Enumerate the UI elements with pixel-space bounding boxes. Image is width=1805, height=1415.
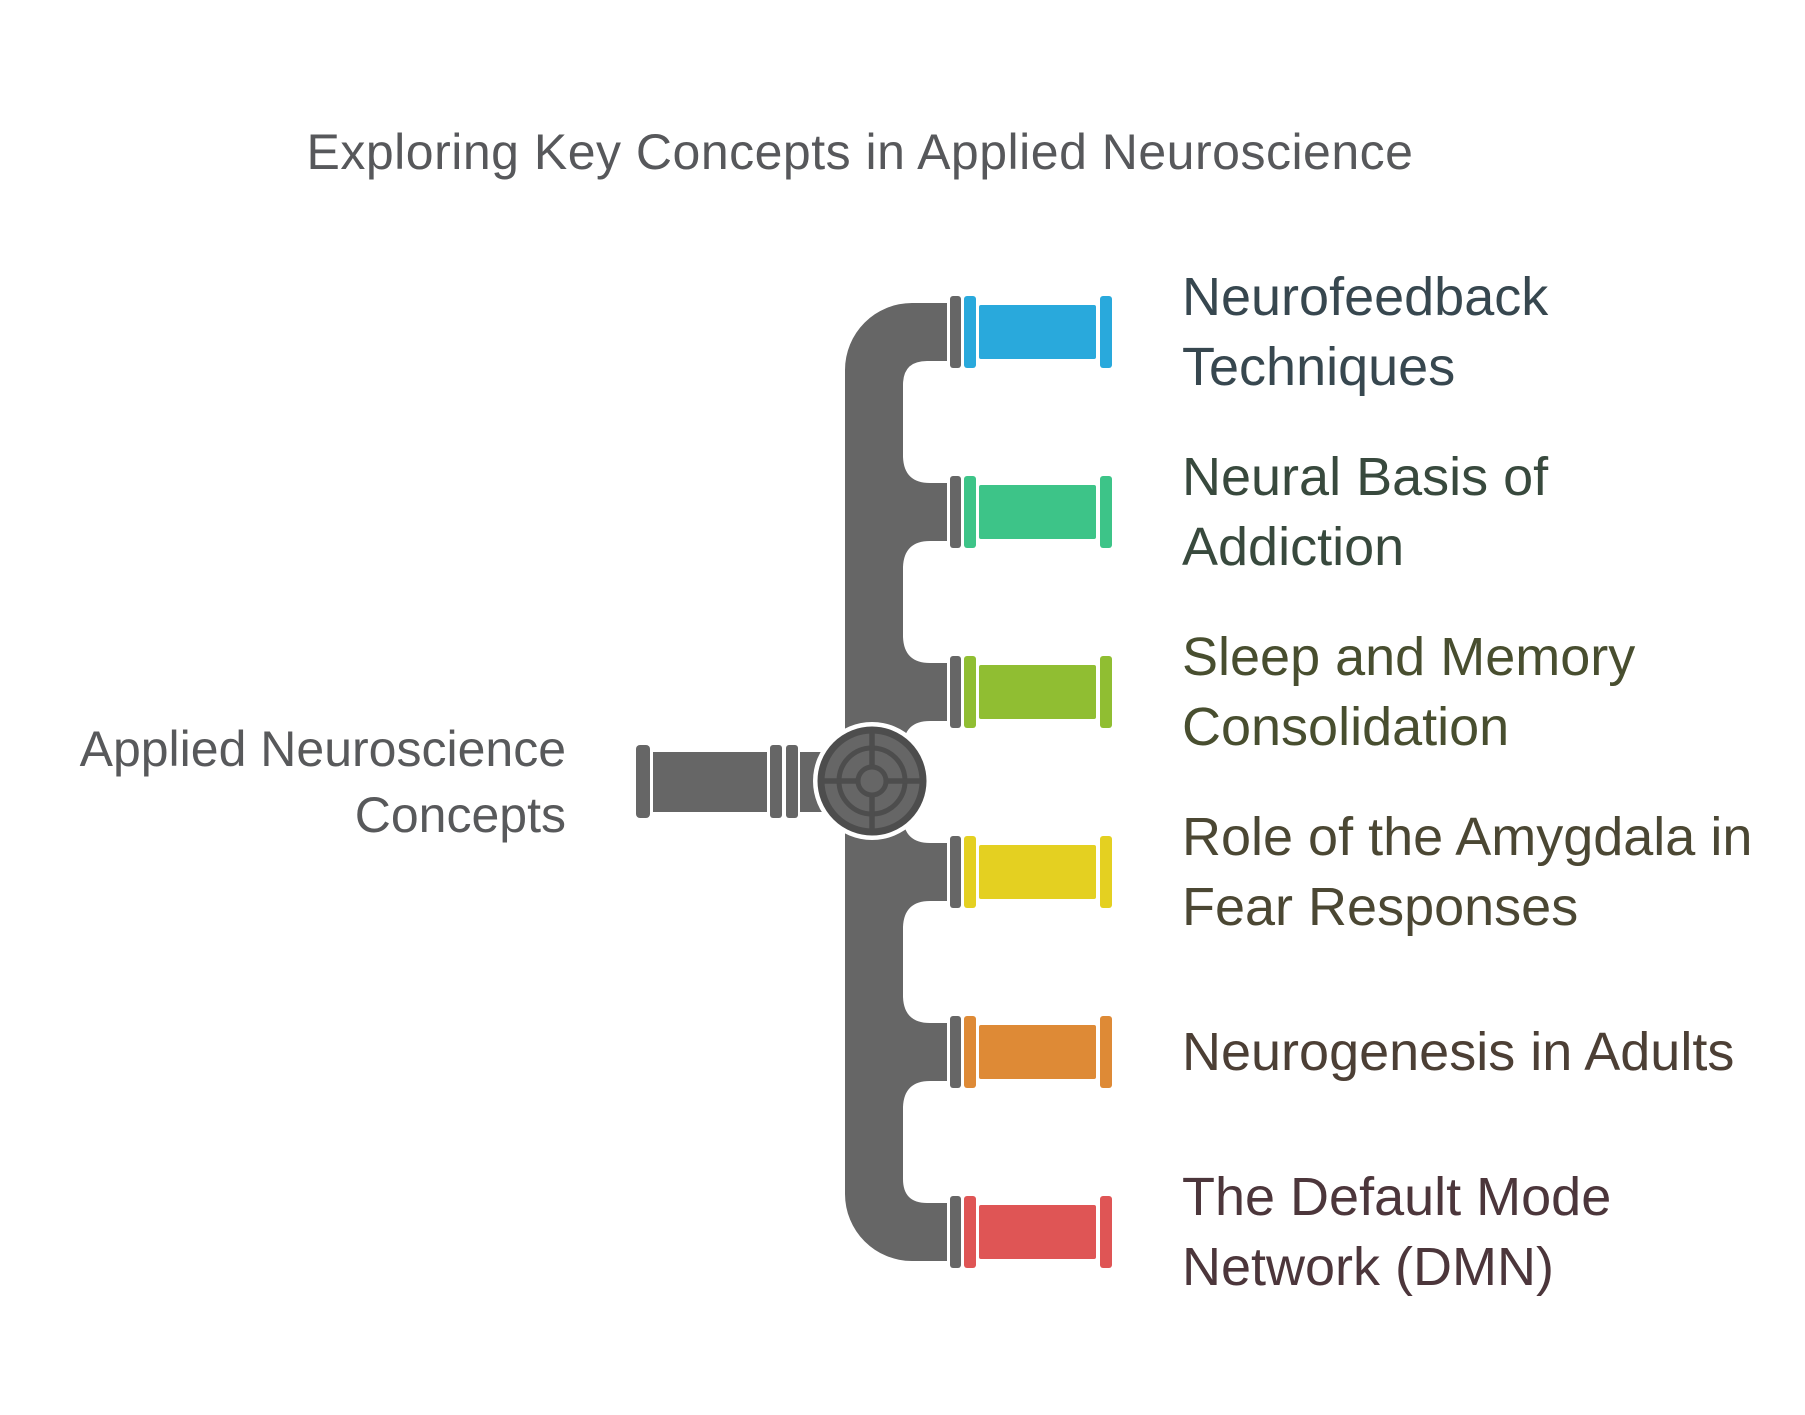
branch-stub-5 (893, 997, 947, 1107)
branch-1-body (979, 305, 1096, 359)
branch-pipe-5 (950, 1016, 1112, 1088)
branch-6-gray-flange (950, 1196, 961, 1268)
branch-pipe-1 (950, 296, 1112, 368)
branch-5-gray-flange (950, 1016, 961, 1088)
branch-1-end-flange (1100, 296, 1112, 368)
root-node-label: Applied Neuroscience Concepts (79, 721, 566, 843)
branch-label-sleep-memory: Sleep and Memory Consolidation (1182, 626, 1636, 757)
branch-1-flange (964, 296, 976, 368)
branch-3-flange (964, 656, 976, 728)
branch-5-body (979, 1025, 1096, 1079)
branch-label-amygdala: Role of the Amygdala in Fear Responses (1182, 806, 1753, 937)
branch-4-gray-flange (950, 836, 961, 908)
valve-wheel-icon (813, 722, 931, 840)
valve-hub (855, 764, 889, 798)
branch-label-addiction: Neural Basis of Addiction (1182, 446, 1549, 577)
branch-6-body (979, 1205, 1096, 1259)
feed-pipe-body (653, 752, 767, 812)
branch-3-end-flange (1100, 656, 1112, 728)
branch-2-end-flange (1100, 476, 1112, 548)
branch-2-flange (964, 476, 976, 548)
branch-6-flange (964, 1196, 976, 1268)
branch-2-gray-flange (950, 476, 961, 548)
branch-stub-2 (893, 457, 947, 567)
page-title: Exploring Key Concepts in Applied Neuros… (306, 124, 1414, 180)
feed-pipe-flange-1 (770, 745, 782, 818)
branch-pipe-2 (950, 476, 1112, 548)
branch-pipe-4 (950, 836, 1112, 908)
branch-label-neurofeedback: Neurofeedback Techniques (1182, 266, 1549, 397)
branch-4-flange (964, 836, 976, 908)
root-feed-pipe (636, 745, 830, 818)
branch-5-end-flange (1100, 1016, 1112, 1088)
branch-pipe-3 (950, 656, 1112, 728)
branch-1-gray-flange (950, 296, 961, 368)
feed-pipe-cap (636, 745, 650, 818)
branch-pipe-6 (950, 1196, 1112, 1268)
branch-3-body (979, 665, 1096, 719)
branch-label-neurogenesis: Neurogenesis in Adults (1182, 1021, 1735, 1082)
branch-label-dmn: The Default Mode Network (DMN) (1182, 1166, 1612, 1297)
branch-4-body (979, 845, 1096, 899)
branch-stub-3 (893, 637, 947, 747)
branch-6-end-flange (1100, 1196, 1112, 1268)
feed-pipe-flange-2 (786, 745, 798, 818)
branch-5-flange (964, 1016, 976, 1088)
branch-2-body (979, 485, 1096, 539)
branch-stub-4 (893, 817, 947, 927)
branch-4-end-flange (1100, 836, 1112, 908)
branch-3-gray-flange (950, 656, 961, 728)
